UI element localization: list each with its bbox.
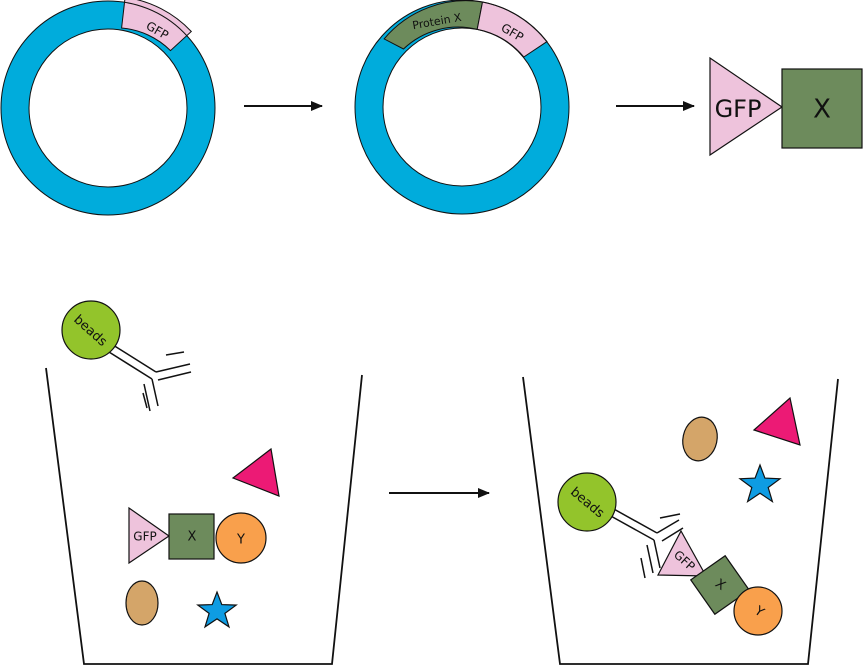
plasmid-1-ring [1, 1, 215, 215]
plasmid-2: Protein X GFP [354, 0, 570, 215]
plasmid-1-gfp-segment [121, 0, 193, 52]
plasmid-1-inner-edge [28, 28, 188, 188]
gfp-label: GFP [133, 530, 156, 544]
triangle-icon [752, 396, 801, 446]
x-square [689, 554, 751, 616]
plasmid-1-outer-edge [0, 0, 216, 216]
ellipse-icon [682, 416, 718, 462]
plasmid-1: GFP [0, 0, 216, 216]
x-square-group: X [689, 554, 751, 616]
fusion-gfp-triangle [709, 56, 784, 157]
plasmid-2-inner-edge [382, 27, 542, 187]
fusion-x-square [781, 68, 863, 149]
fusion-x-label: X [813, 95, 831, 125]
gfp-triangle [657, 529, 708, 577]
ellipse-icon [125, 580, 159, 626]
beads-circle [557, 472, 617, 532]
beaker-icon [45, 367, 363, 665]
antibody-icon [108, 344, 192, 412]
x-square [168, 513, 215, 560]
beaker-icon [522, 376, 839, 665]
fusion-protein: GFP X [709, 56, 863, 157]
antibody-icon [608, 507, 684, 579]
beaker-1: beads GFP X Y [45, 300, 363, 665]
gfp-triangle [128, 506, 171, 565]
star-icon [196, 590, 238, 629]
y-circle [733, 586, 783, 636]
star-icon [738, 463, 782, 504]
beaker-2: beads GFP X Y [522, 376, 839, 665]
y-circle [215, 512, 267, 564]
fusion-gfp-label: GFP [715, 95, 762, 123]
plasmid-2-outer-edge [354, 0, 570, 215]
y-label: Y [236, 533, 245, 548]
triangle-icon [231, 447, 280, 497]
x-label: X [188, 530, 197, 545]
beads-circle [61, 300, 121, 360]
